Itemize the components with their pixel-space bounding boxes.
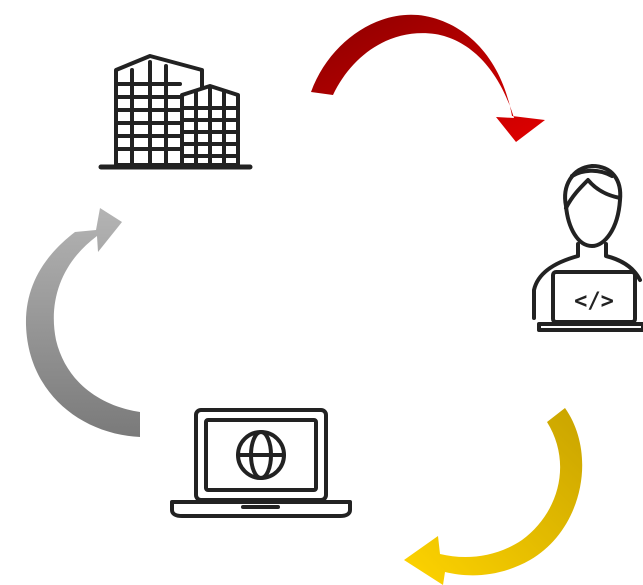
office-buildings-icon xyxy=(98,54,253,170)
laptop-globe-icon xyxy=(170,408,352,518)
website-node xyxy=(170,408,352,518)
arrow-developer-to-website xyxy=(404,408,583,585)
developer-node: </> xyxy=(532,164,643,332)
code-glyph: </> xyxy=(574,289,614,314)
curved-arrow-icon xyxy=(404,408,583,585)
curved-arrow-icon xyxy=(25,208,141,437)
company-node xyxy=(98,54,253,170)
curved-arrow-icon xyxy=(311,14,545,142)
arrow-website-to-company xyxy=(25,208,141,437)
developer-coding-icon xyxy=(532,164,643,332)
arrow-company-to-developer xyxy=(311,14,545,142)
